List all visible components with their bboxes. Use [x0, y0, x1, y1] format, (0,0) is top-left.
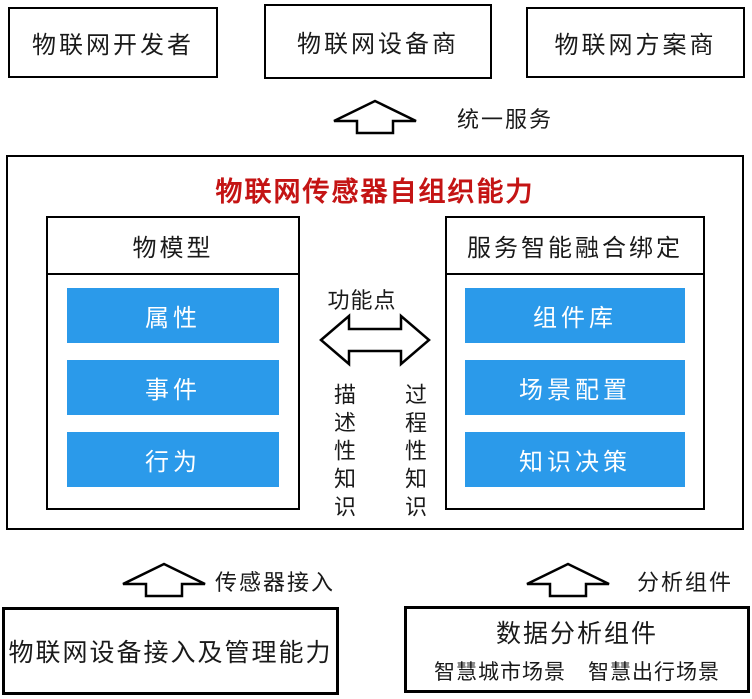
sensor-access-label: 传感器接入	[215, 571, 336, 596]
service-binding-box: 服务智能融合绑定 组件库 场景配置 知识决策	[445, 216, 705, 510]
device-access-title: 物联网设备接入及管理能力	[8, 638, 333, 667]
thing-model-header: 物模型	[48, 218, 298, 275]
top-box-iot-developer: 物联网开发者	[8, 7, 218, 78]
function-point-label: 功能点	[327, 289, 397, 314]
data-analysis-scenes: 智慧城市场景 智慧出行场景	[434, 659, 720, 684]
iot-device-vendor-label: 物联网设备商	[297, 30, 459, 58]
panel-title: 物联网传感器自组织能力	[215, 177, 535, 208]
chip-event: 事件	[67, 360, 279, 415]
procedural-knowledge-label: 过程性知识	[401, 383, 426, 523]
chip-scene-config: 场景配置	[465, 360, 685, 415]
up-arrow-icon	[122, 562, 206, 598]
descriptive-knowledge-label: 描述性知识	[330, 383, 355, 523]
unified-service-label: 统一服务	[457, 108, 554, 133]
chip-knowledge-decision: 知识决策	[465, 432, 685, 487]
up-arrow-icon	[526, 562, 610, 598]
thing-model-items: 属性 事件 行为	[48, 275, 298, 487]
iot-solution-vendor-label: 物联网方案商	[554, 31, 717, 59]
thing-model-box: 物模型 属性 事件 行为	[46, 216, 300, 510]
chip-attribute: 属性	[67, 288, 279, 343]
chip-component-library: 组件库	[465, 288, 685, 343]
top-box-iot-solution-vendor: 物联网方案商	[526, 7, 745, 78]
service-binding-items: 组件库 场景配置 知识决策	[447, 275, 703, 487]
device-access-capability-box: 物联网设备接入及管理能力	[2, 607, 339, 695]
analysis-component-label: 分析组件	[637, 571, 734, 596]
double-arrow-icon	[319, 313, 431, 367]
sensor-self-organization-panel: 物联网传感器自组织能力 物模型 属性 事件 行为 服务智能融合绑定 组件库 场景…	[6, 155, 744, 530]
up-arrow-icon	[333, 99, 417, 135]
iot-developer-label: 物联网开发者	[32, 31, 194, 59]
data-analysis-component-box: 数据分析组件 智慧城市场景 智慧出行场景	[404, 606, 750, 693]
service-binding-header: 服务智能融合绑定	[447, 218, 703, 275]
top-box-iot-device-vendor: 物联网设备商	[264, 4, 492, 79]
data-analysis-title: 数据分析组件	[495, 618, 658, 648]
chip-behavior: 行为	[67, 432, 279, 487]
